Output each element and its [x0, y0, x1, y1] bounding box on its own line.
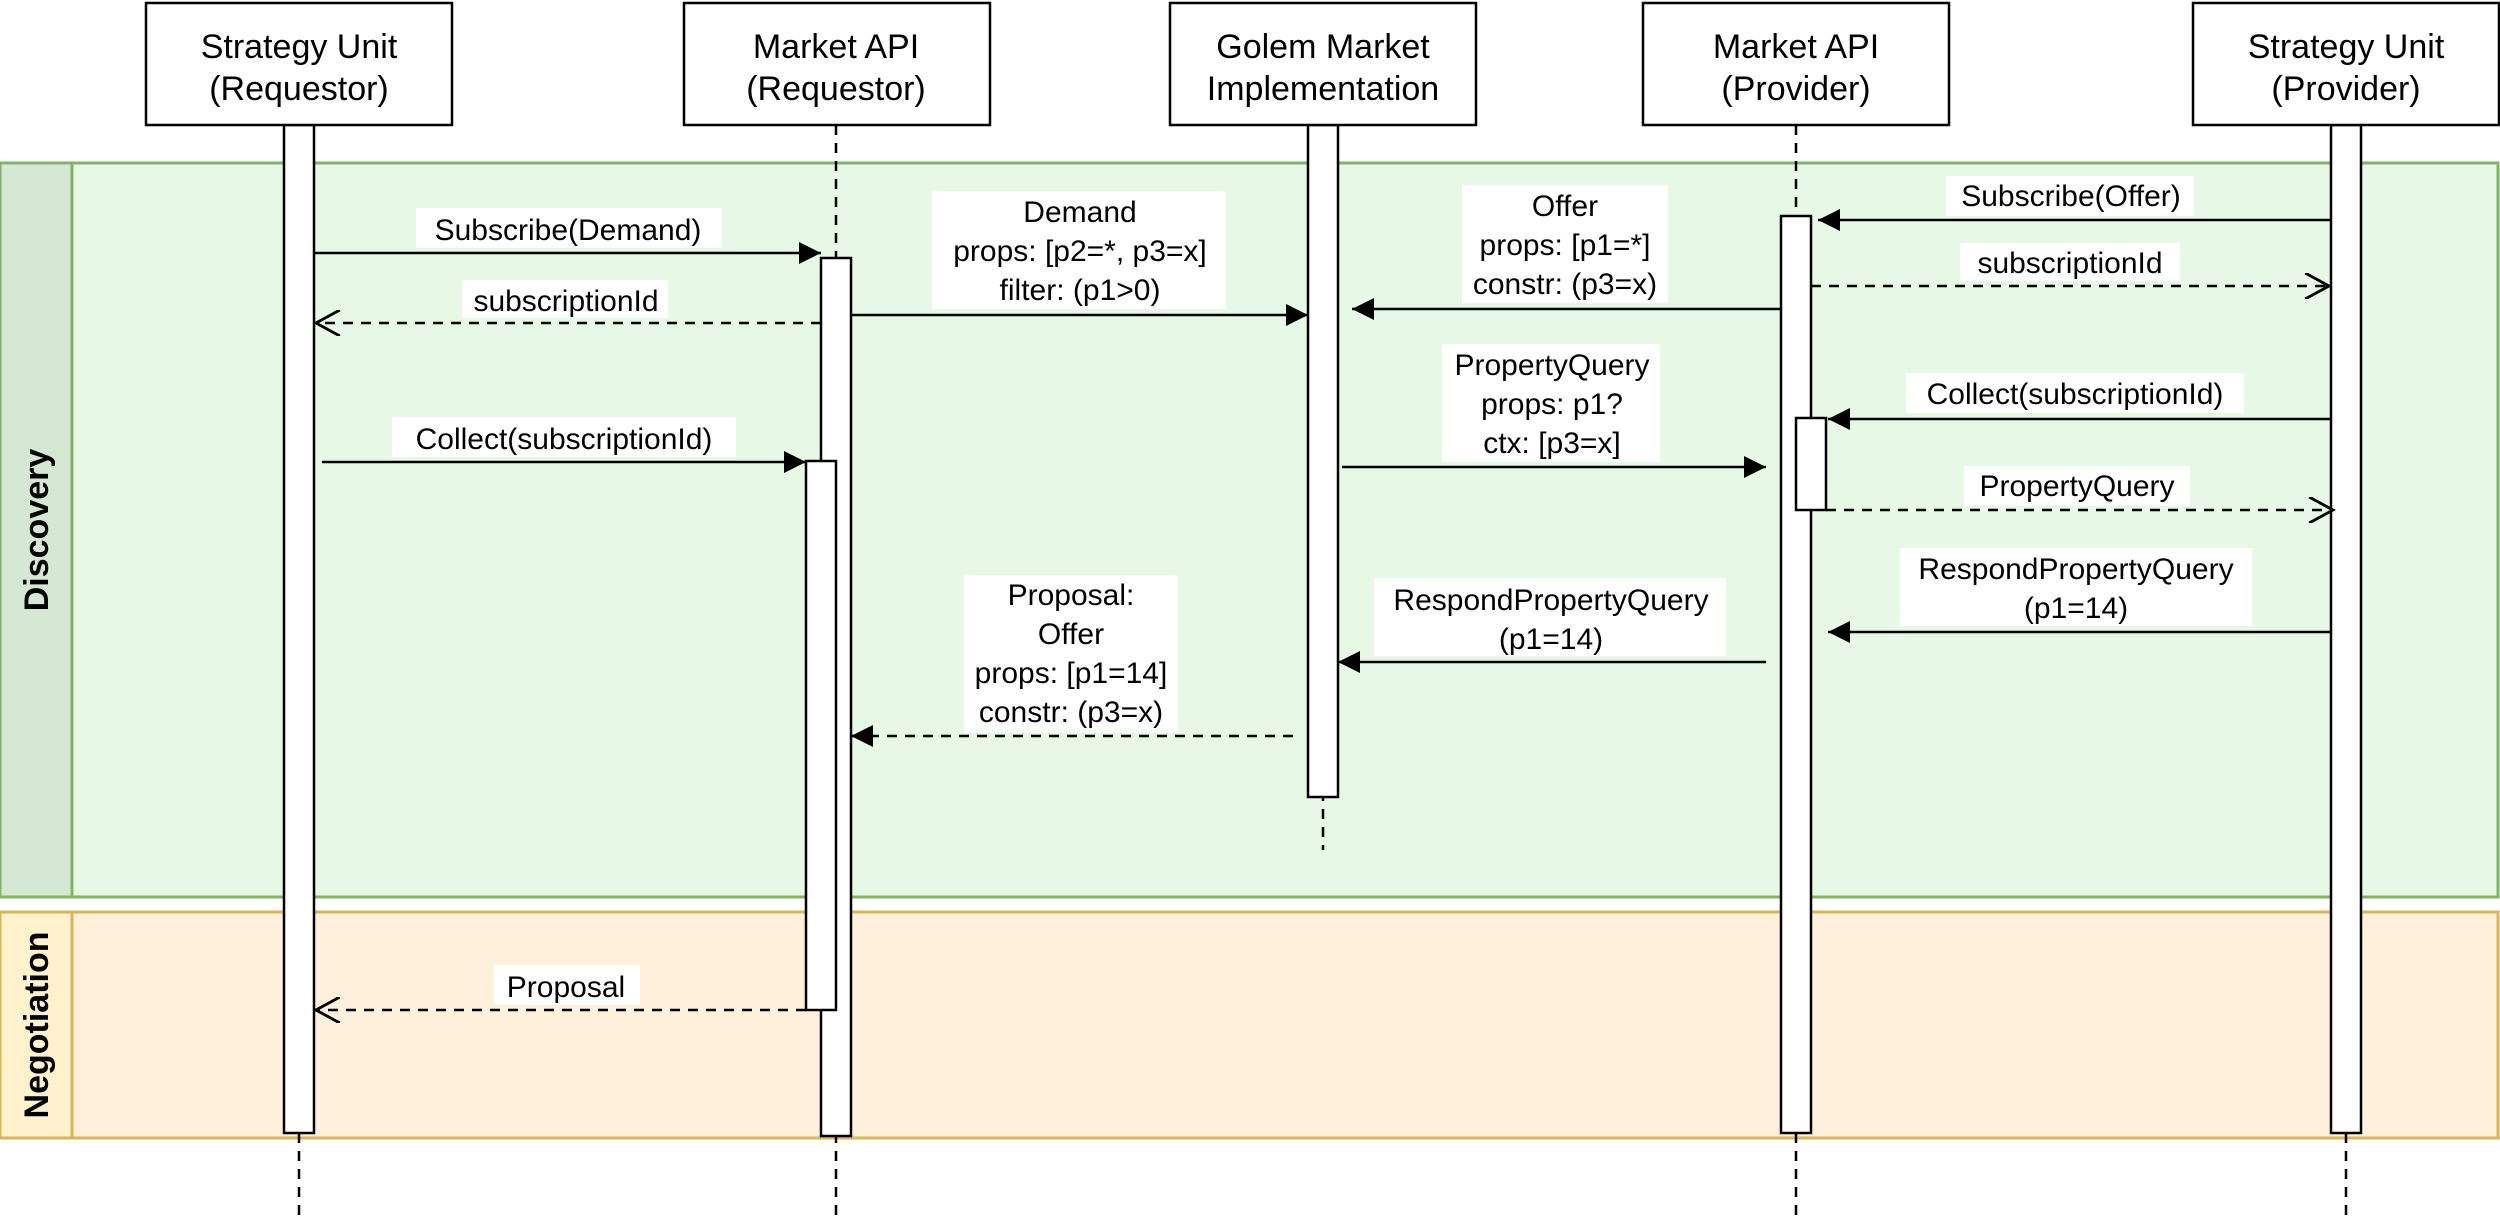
participant-label: Strategy Unit: [201, 28, 398, 66]
label-demand: Demand: [1023, 196, 1136, 229]
activation-strategy-requestor: [282, 123, 316, 1135]
label-collect-requestor: Collect(subscriptionId): [416, 423, 713, 456]
participant-label: Implementation: [1207, 70, 1439, 108]
label-property-query-provider: PropertyQuery: [1979, 470, 2174, 503]
label-backgrounds: [392, 176, 2252, 1005]
label-offer: Offer: [1532, 190, 1598, 223]
label-offer: props: [p1=*]: [1480, 229, 1651, 262]
activation-strategy-provider: [2329, 123, 2363, 1135]
participant-label: Golem Market: [1216, 28, 1430, 66]
negotiation-lane: Negotiation: [0, 910, 2500, 1140]
label-proposal-market: Proposal:: [1008, 579, 1135, 612]
participant-label: Strategy Unit: [2248, 28, 2445, 66]
label-proposal-requestor: Proposal: [507, 971, 625, 1004]
label-subscribe-offer: Subscribe(Offer): [1961, 180, 2181, 213]
label-respond-market: RespondPropertyQuery: [1393, 584, 1708, 617]
activation-market-api-provider-collect: [1794, 416, 1828, 512]
participant-golem-market: Golem Market Implementation: [1168, 1, 1478, 127]
label-respond-provider: RespondPropertyQuery: [1918, 553, 2233, 586]
participant-strategy-requestor: Strategy Unit (Requestor): [144, 1, 454, 127]
participant-label: (Provider): [2271, 70, 2420, 108]
activation-bars: [282, 123, 2363, 1138]
label-proposal-market: constr: (p3=x): [979, 696, 1163, 729]
participant-label: Market API: [753, 28, 919, 66]
label-property-query-market: props: p1?: [1481, 388, 1623, 421]
negotiation-lane-title: Negotiation: [18, 932, 56, 1119]
participant-label: (Provider): [1721, 70, 1870, 108]
label-respond-provider: (p1=14): [2024, 592, 2128, 625]
label-subscription-id-requestor: subscriptionId: [473, 285, 658, 318]
activation-golem-market: [1306, 123, 1340, 799]
activation-market-api-requestor-collect: [804, 459, 838, 1012]
label-collect-provider: Collect(subscriptionId): [1927, 378, 2224, 411]
discovery-lane-title: Discovery: [18, 449, 56, 612]
label-property-query-market: PropertyQuery: [1454, 349, 1649, 382]
messages: [314, 209, 2333, 1010]
label-demand: props: [p2=*, p3=x]: [953, 235, 1207, 268]
label-proposal-market: props: [p1=14]: [975, 657, 1168, 690]
participant-label: (Requestor): [209, 70, 389, 108]
label-property-query-market: ctx: [p3=x]: [1483, 427, 1621, 460]
label-subscribe-demand: Subscribe(Demand): [435, 214, 702, 247]
label-respond-market: (p1=14): [1499, 623, 1603, 656]
message-labels: Subscribe(Demand) subscriptionId Collect…: [416, 180, 2234, 1004]
label-proposal-market: Offer: [1038, 618, 1104, 651]
participant-market-api-requestor: Market API (Requestor): [682, 1, 992, 127]
participant-label: Market API: [1713, 28, 1879, 66]
label-demand: filter: (p1>0): [1000, 274, 1161, 307]
participant-strategy-provider: Strategy Unit (Provider): [2191, 1, 2500, 127]
activation-market-api-provider: [1779, 214, 1813, 1135]
label-subscription-id-provider: subscriptionId: [1977, 247, 2162, 280]
participant-label: (Requestor): [746, 70, 926, 108]
participant-market-api-provider: Market API (Provider): [1641, 1, 1951, 127]
label-offer: constr: (p3=x): [1473, 268, 1657, 301]
